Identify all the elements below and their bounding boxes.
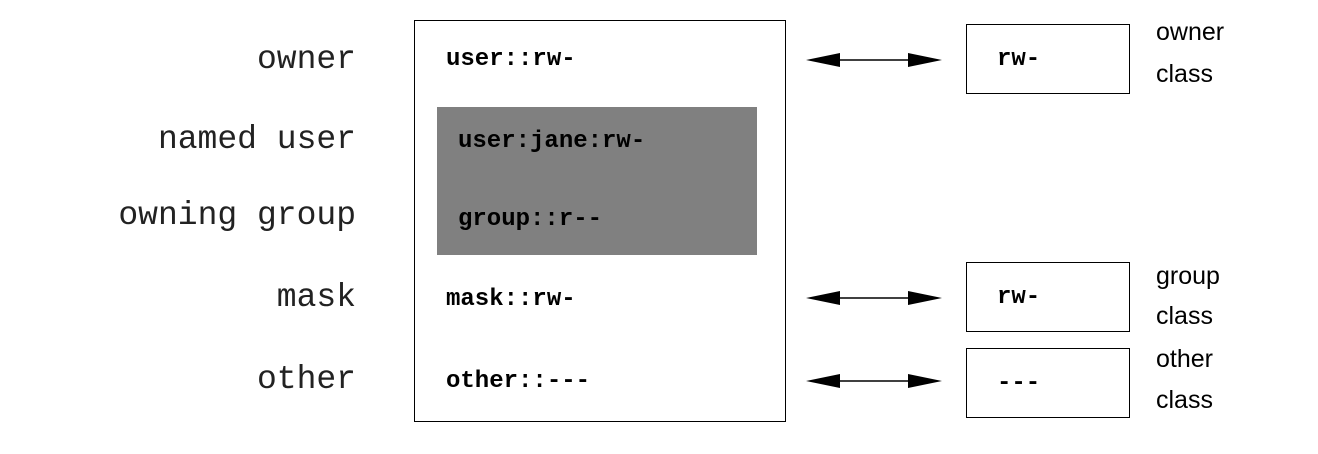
other-double-arrow — [806, 374, 942, 388]
row-label-owning-group: owning group — [118, 197, 356, 234]
owner-class-label-line1: owner — [1156, 18, 1225, 46]
acl-entry-owning-group: group::r-- — [458, 206, 603, 233]
acl-entry-other: other::--- — [446, 368, 591, 395]
group-class-label-line2: class — [1156, 302, 1213, 330]
owner-class-label-line2: class — [1156, 60, 1213, 88]
group-class-highlight — [437, 107, 757, 255]
row-label-owner: owner — [256, 41, 356, 78]
row-label-other: other — [256, 361, 356, 398]
group-class-label-line1: group — [1156, 262, 1220, 290]
other-class-box: --- — [966, 348, 1130, 418]
other-class-perm: --- — [997, 369, 1041, 397]
group-class-box: rw- — [966, 262, 1130, 332]
acl-entry-owner: user::rw- — [446, 46, 576, 73]
owner-class-perm: rw- — [997, 45, 1041, 73]
acl-entries-box — [414, 20, 786, 422]
row-label-named-user: named user — [157, 121, 356, 158]
group-double-arrow — [806, 291, 942, 305]
owner-double-arrow — [806, 53, 942, 67]
other-class-label-line2: class — [1156, 386, 1213, 414]
group-class-perm: rw- — [997, 283, 1041, 311]
acl-entry-mask: mask::rw- — [446, 286, 576, 313]
owner-class-box: rw- — [966, 24, 1130, 94]
acl-entry-named-user: user:jane:rw- — [458, 128, 646, 155]
row-label-mask: mask — [276, 279, 356, 316]
other-class-label-line1: other — [1156, 345, 1213, 373]
